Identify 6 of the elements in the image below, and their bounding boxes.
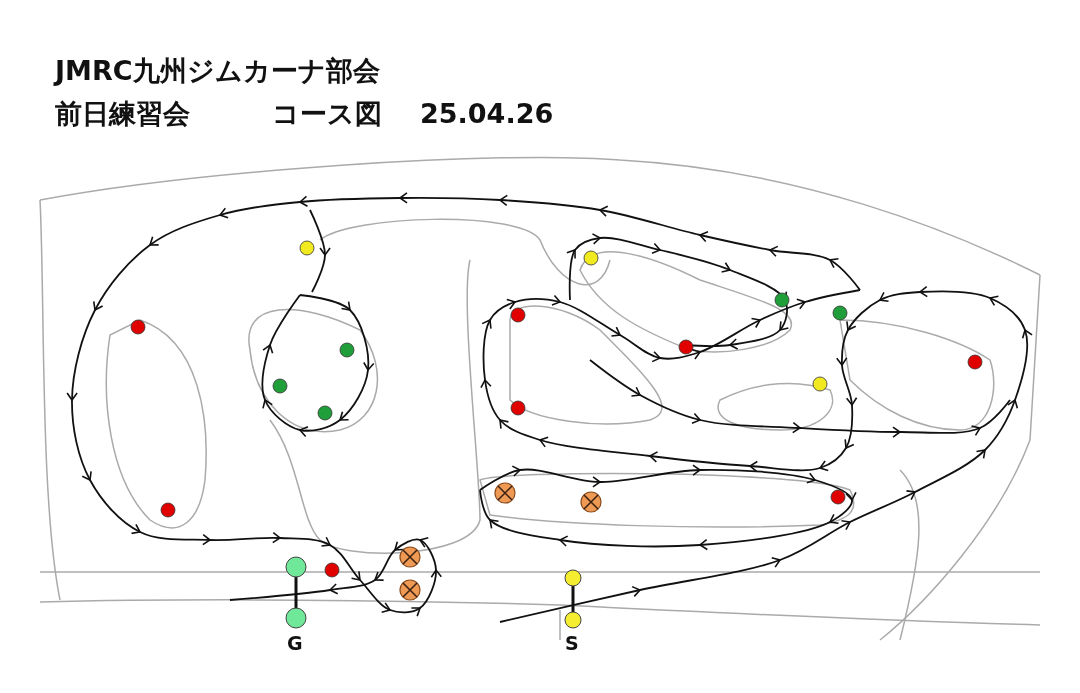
goal-label: G: [287, 634, 303, 653]
date-label: 25.04.26: [420, 100, 554, 127]
subtitle: コース図: [272, 100, 382, 127]
start-label: S: [565, 634, 579, 653]
subtitle: 前日練習会: [55, 100, 190, 127]
title: JMRC九州ジムカーナ部会: [55, 57, 380, 84]
